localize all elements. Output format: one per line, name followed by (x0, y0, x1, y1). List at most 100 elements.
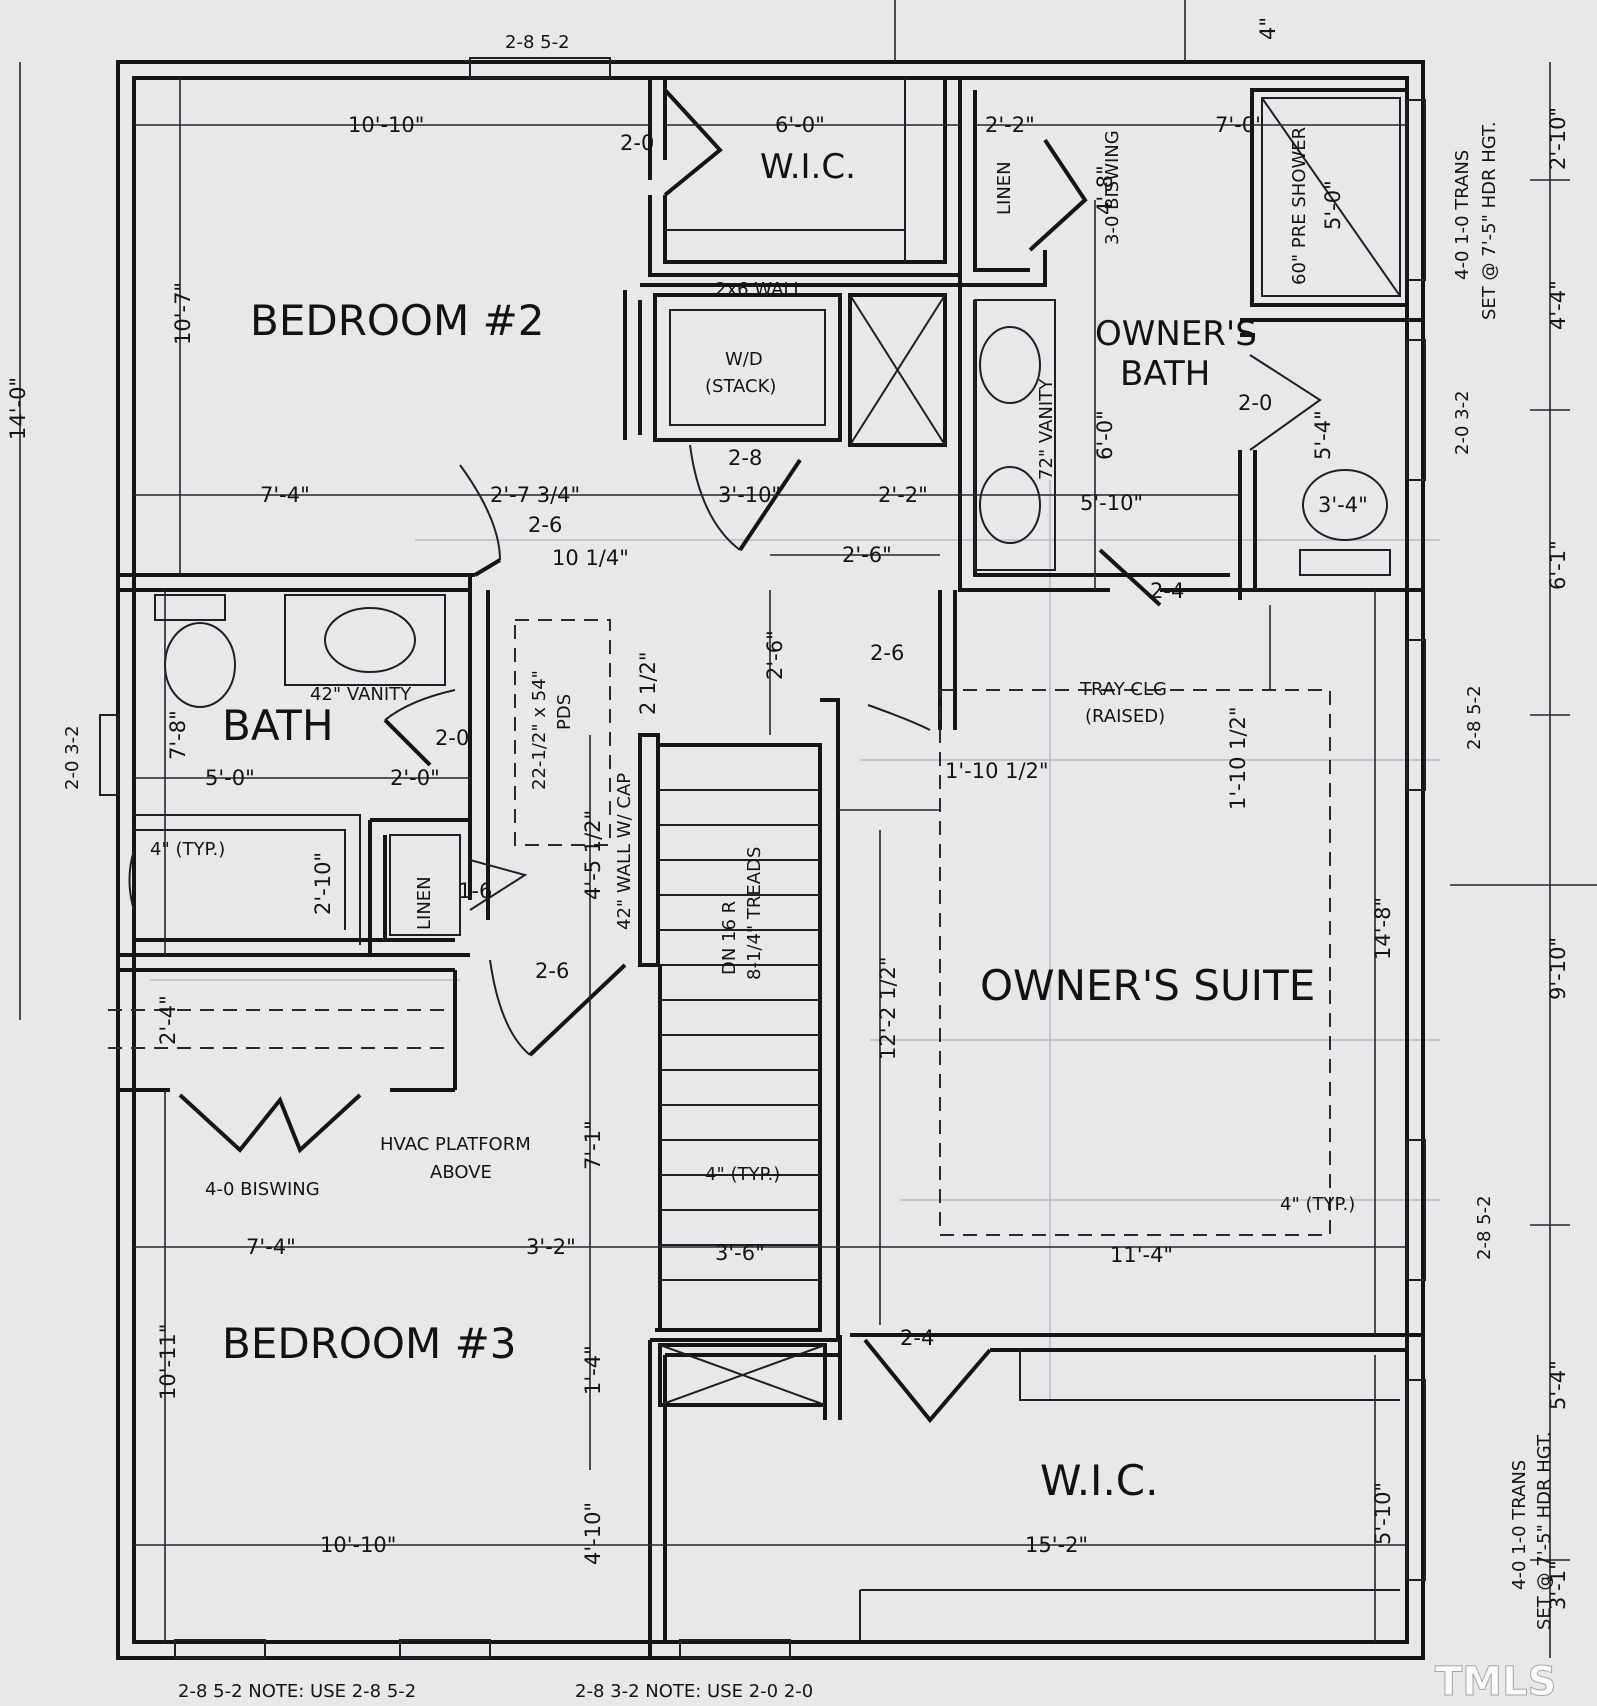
label-2x6-wall: 2x6 WALL (715, 279, 803, 300)
dim-2-2-mid: 2'-2" (878, 483, 928, 507)
dim-7-4-bottom: 7'-4" (246, 1235, 296, 1259)
dim-3-6: 3'-6" (715, 1241, 765, 1265)
label-window-right-1: 2-0 3-2 (1452, 390, 1473, 455)
label-cap-wall: 42" WALL W/ CAP (614, 773, 635, 930)
dim-5-10-mid: 5'-10" (1080, 491, 1143, 515)
label-pds: PDS (554, 694, 575, 730)
door-wic: 2-0 (620, 131, 654, 155)
dim-14-0: 14'-0" (6, 377, 30, 440)
dim-12-2-1-2: 12'-2 1/2" (876, 956, 900, 1060)
dim-3-10: 3'-10" (718, 483, 781, 507)
label-72-vanity: 72" VANITY (1036, 378, 1057, 480)
dim-4-10: 4'-10" (581, 1502, 605, 1565)
room-linen-bottom: LINEN (414, 876, 435, 930)
windows (99, 57, 1426, 1659)
door-wic-2: 2-4 (900, 1326, 934, 1350)
label-transom-top-header: SET @ 7'-5" HDR HGT. (1479, 121, 1500, 320)
label-tray-ceiling: TRAY CLG (1079, 679, 1167, 700)
dim-4-8: 4'-8" (1093, 165, 1117, 215)
room-owners-bath-line2: BATH (1120, 354, 1210, 394)
dim-10-1-4: 10 1/4" (552, 546, 629, 570)
tmls-watermark: TMLS (1435, 1659, 1556, 1705)
door-linen: 1-6 (458, 879, 492, 903)
dim-2-7-3-4: 2'-7 3/4" (490, 483, 580, 507)
fixtures (128, 299, 1391, 911)
room-bedroom-2: BEDROOM #2 (250, 296, 545, 345)
dim-11-4: 11'-4" (1110, 1243, 1173, 1267)
dim-4-5-1-2: 4'-5 1/2" (581, 810, 605, 900)
dim-top-4: 4" (1256, 17, 1280, 40)
dim-14-8: 14'-8" (1371, 897, 1395, 960)
dim-2-4: 2'-4" (156, 995, 180, 1045)
dim-right-2-10: 2'-10" (1546, 107, 1570, 170)
dim-5-0-shower: 5'-0" (1321, 180, 1345, 230)
dim-2-1-2: 2 1/2" (636, 652, 660, 716)
label-transom-bottom-header: SET @ 7'-5" HDR HGT. (1534, 1431, 1555, 1630)
dim-6-0-owners-bath: 6'-0" (1093, 410, 1117, 460)
label-window-left: 2-0 3-2 (62, 725, 83, 790)
door-owners-bath: 2-4 (1150, 579, 1184, 603)
label-window-right-2: 2-8 5-2 (1464, 685, 1485, 750)
room-owners-suite: OWNER'S SUITE (980, 961, 1315, 1010)
dim-2-2-linen: 2'-2" (985, 113, 1035, 137)
label-tray-raised: (RAISED) (1085, 706, 1165, 727)
dim-10-7: 10'-7" (171, 282, 195, 345)
dim-right-9-10: 9'-10" (1546, 937, 1570, 1000)
door-labels: 2-0 2-8 2-6 2-0 1-6 2-6 2-6 2-4 2-0 2-4 (435, 131, 1272, 1350)
label-wd: W/D (725, 349, 763, 370)
dim-15-2: 15'-2" (1025, 1533, 1088, 1557)
dim-3-4: 3'-4" (1318, 493, 1368, 517)
room-labels: BEDROOM #2 BEDROOM #3 BATH OWNER'S BATH … (222, 147, 1315, 1505)
label-transom-bottom: 4-0 1-0 TRANS (1509, 1460, 1530, 1590)
dim-right-4-4: 4'-4" (1546, 280, 1570, 330)
dim-6-0-wic: 6'-0" (775, 113, 825, 137)
label-typ-bath: 4" (TYP.) (150, 839, 225, 860)
dim-2-10: 2'-10" (311, 852, 335, 915)
door-hall: 2-6 (535, 959, 569, 983)
door-laundry: 2-8 (728, 446, 762, 470)
room-bedroom-3: BEDROOM #3 (222, 1319, 517, 1368)
dim-2-6-vertical: 2'-6" (763, 630, 787, 680)
label-pds-size: 22-1/2" x 54" (529, 670, 550, 790)
dim-7-4-top: 7'-4" (260, 483, 310, 507)
dim-1-10-1-2-vertical: 1'-10 1/2" (1226, 706, 1250, 810)
dim-2-0-bath: 2'-0" (390, 766, 440, 790)
dim-3-2: 3'-2" (526, 1235, 576, 1259)
room-owners-bath-line1: OWNER'S (1095, 314, 1257, 354)
label-window-right-3: 2-8 5-2 (1474, 1195, 1495, 1260)
dim-10-10-bottom: 10'-10" (320, 1533, 396, 1557)
label-stairs-risers: DN 16 R (719, 901, 740, 975)
dim-7-1: 7'-1" (581, 1120, 605, 1170)
label-note-left: 2-8 5-2 NOTE: USE 2-8 5-2 (178, 1681, 416, 1702)
label-stairs-treads: 8-1/4" TREADS (744, 847, 765, 980)
door-wc: 2-0 (1238, 391, 1272, 415)
room-wic-top: W.I.C. (760, 147, 856, 187)
room-wic-bottom: W.I.C. (1040, 1456, 1158, 1505)
label-note-right: 2-8 3-2 NOTE: USE 2-0 2-0 (575, 1681, 813, 1702)
dim-10-10-top: 10'-10" (348, 113, 424, 137)
label-window-top: 2-8 5-2 (505, 32, 570, 53)
label-typ-stair: 4" (TYP.) (705, 1164, 780, 1185)
door-bath: 2-0 (435, 726, 469, 750)
dim-5-4-wc: 5'-4" (1311, 410, 1335, 460)
label-4-0-biswing: 4-0 BISWING (205, 1179, 320, 1200)
label-42-vanity: 42" VANITY (310, 684, 412, 705)
dimension-lines (19, 0, 1597, 1658)
label-hvac-platform: HVAC PLATFORM (380, 1134, 531, 1155)
dim-right-3-1: 3'-1" (1546, 1560, 1570, 1610)
dim-7-0: 7'-0" (1215, 113, 1265, 137)
door-suite: 2-6 (870, 641, 904, 665)
dim-10-11: 10'-11" (156, 1324, 180, 1400)
label-shower: 60" PRE SHOWER (1289, 127, 1310, 285)
background-grid (150, 480, 1440, 1400)
room-linen-top: LINEN (994, 161, 1015, 215)
label-3-0-biswing: 3-0 BISWING (1102, 130, 1123, 245)
label-hvac-above: ABOVE (430, 1162, 492, 1183)
room-bath: BATH (222, 701, 334, 750)
dimension-text: 10'-10" 6'-0" 2'-2" 7'-0" 10'-7" 14'-0" … (6, 17, 1570, 1610)
dim-right-5-4: 5'-4" (1546, 1360, 1570, 1410)
dim-1-4: 1'-4" (581, 1345, 605, 1395)
label-stack: (STACK) (705, 376, 776, 397)
dim-1-10-1-2: 1'-10 1/2" (945, 759, 1049, 783)
